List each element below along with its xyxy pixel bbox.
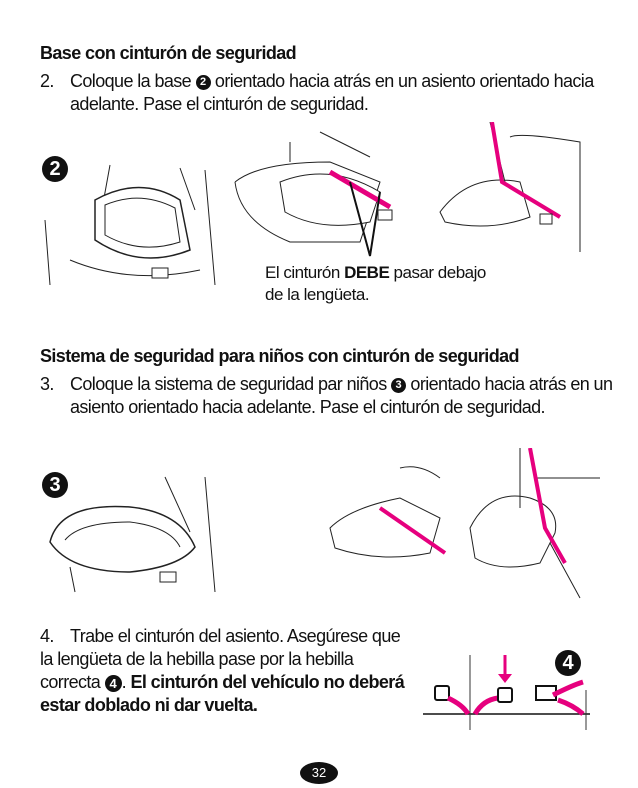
page-number: 32 — [300, 762, 338, 784]
belt-caption: El cinturón DEBE pasar debajo de la leng… — [265, 263, 486, 304]
step-4-text: 4.Trabe el cinturón del asiento. Asegúre… — [40, 626, 405, 715]
buckle-illustration — [423, 655, 590, 730]
belt-routing-illustration — [234, 122, 581, 257]
base-in-seat-illustration — [44, 164, 216, 286]
step-3-text: 3.Coloque la sistema de seguridad par ni… — [40, 374, 613, 417]
badge-3: 3 — [391, 377, 407, 393]
badge-4: 4 — [104, 674, 122, 692]
section-heading-base: Base con cinturón de seguridad — [40, 43, 297, 63]
figure-label-4: 4 — [555, 650, 581, 676]
section-heading-sistema: Sistema de seguridad para niños con cint… — [40, 346, 520, 366]
figure-label-3: 3 — [42, 472, 68, 498]
figure-label-2: 2 — [42, 156, 68, 182]
carrier-in-seat-illustration — [49, 476, 216, 593]
carrier-belt-illustration — [329, 448, 600, 599]
step-2-text: 2.Coloque la base 2 orientado hacia atrá… — [40, 71, 594, 114]
badge-2: 2 — [195, 74, 211, 90]
